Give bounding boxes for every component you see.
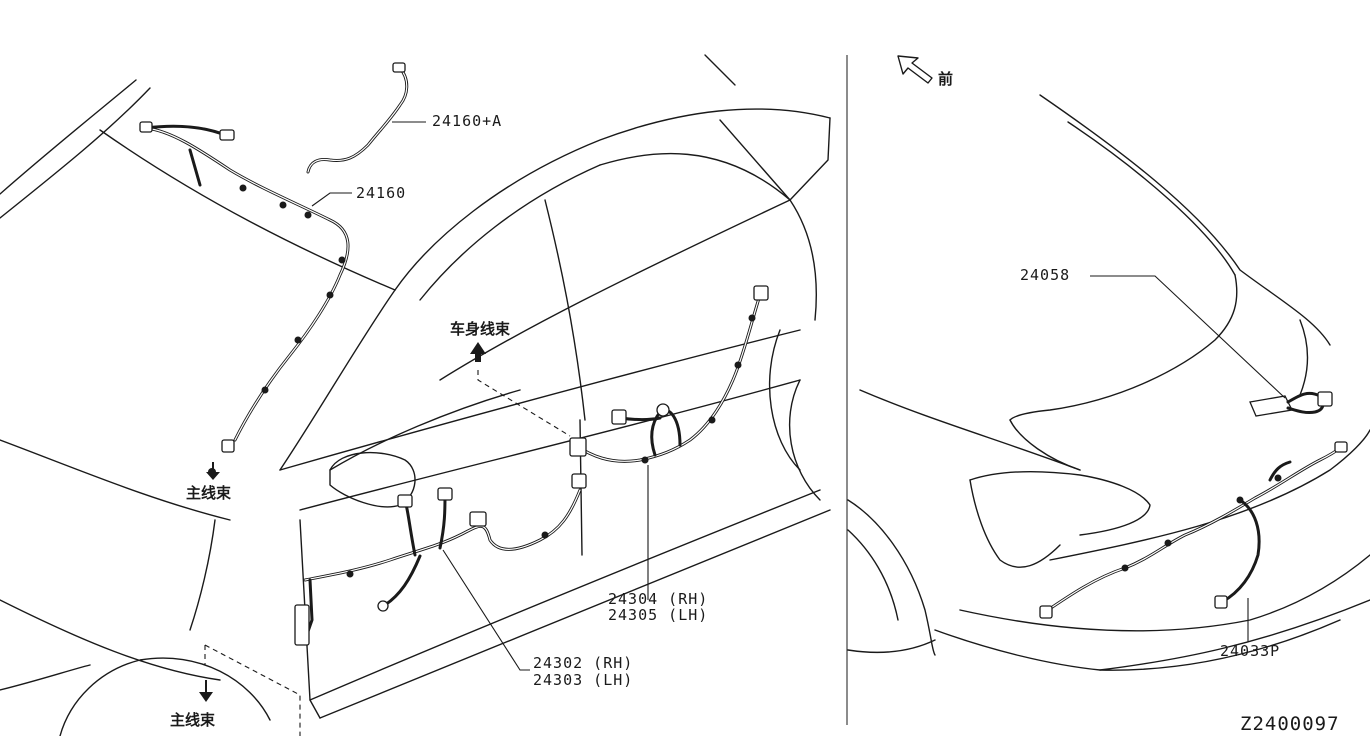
label-24160: 24160 xyxy=(356,184,406,202)
diagram-code: Z2400097 xyxy=(1240,713,1340,735)
leaders-right xyxy=(1090,275,1286,642)
rear-harness xyxy=(1039,441,1348,619)
front-door-harness xyxy=(294,473,587,646)
label-24160-a: 24160+A xyxy=(432,112,502,130)
label-24302-rh: 24302 (RH) xyxy=(533,654,633,672)
front-direction-arrow-icon xyxy=(897,55,933,84)
label-24058: 24058 xyxy=(1020,266,1070,284)
label-body-harness: 车身线束 xyxy=(450,320,511,338)
down-arrow-icon xyxy=(199,680,213,702)
label-main-harness-bottom: 主线束 xyxy=(170,711,216,729)
label-24303-lh: 24303 (LH) xyxy=(533,671,633,689)
label-24033p: 24033P xyxy=(1220,642,1280,660)
label-front-marker: 前 xyxy=(938,70,953,88)
rear-door-harness xyxy=(569,285,769,464)
rear-module xyxy=(1249,391,1333,417)
rear-body-outline xyxy=(847,94,1370,671)
leaders-left xyxy=(204,121,649,736)
down-arrow-icon-left xyxy=(206,462,220,480)
label-24305-lh: 24305 (LH) xyxy=(608,606,708,624)
up-arrow-icon xyxy=(470,342,486,362)
label-main-harness-left: 主线束 xyxy=(186,484,232,502)
label-24304-rh: 24304 (RH) xyxy=(608,590,708,608)
roof-harness-a xyxy=(306,62,409,174)
roof-harness xyxy=(139,121,350,476)
vehicle-body-outline xyxy=(0,54,831,736)
